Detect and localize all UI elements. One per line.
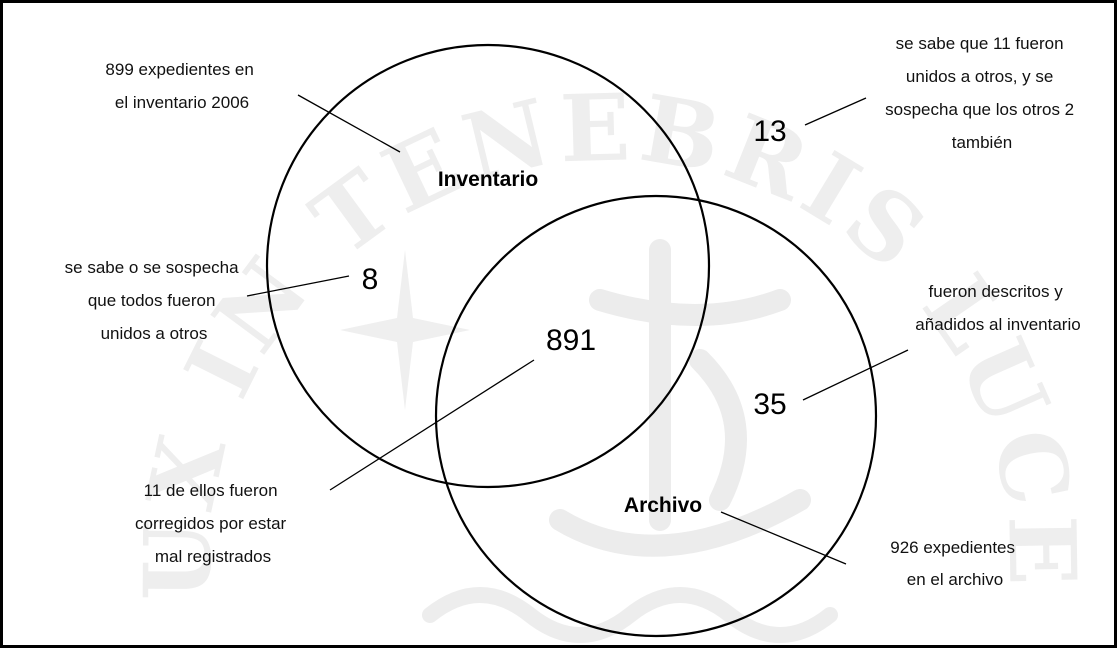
intersection-count: 891: [546, 324, 596, 357]
intersection-note-line: mal registrados: [155, 547, 271, 566]
inventario-total-line: el inventario 2006: [115, 93, 249, 112]
archivo-total-line: 926 expedientes: [890, 538, 1015, 557]
only-inventario-note-line: que todos fueron: [88, 291, 216, 310]
inventario-total-note: 899 expedientes en el inventario 2006: [105, 60, 258, 112]
leader-inventario-total: [297, 94, 401, 153]
archivo-total-line: en el archivo: [907, 570, 1003, 589]
only-inventario-note-line: se sabe o se sospecha: [65, 258, 239, 277]
outside-note-line: se sabe que 11 fueron: [896, 34, 1064, 53]
archivo-label: Archivo: [624, 494, 702, 517]
outside-note-line: unidos a otros, y se: [906, 67, 1053, 86]
leader-intersection: [329, 359, 535, 491]
leader-only-inventario: [246, 275, 350, 297]
outside-count: 13: [753, 115, 786, 148]
inventario-total-line: 899 expedientes en: [105, 60, 253, 79]
leader-outside: [804, 97, 867, 126]
only-inventario-note: se sabe o se sospecha que todos fueron u…: [65, 258, 244, 343]
only-archivo-note-line: añadidos al inventario: [915, 315, 1080, 334]
waves-icon: [422, 587, 838, 643]
inventario-label: Inventario: [438, 168, 538, 191]
ship-icon: [549, 239, 811, 557]
intersection-note-line: 11 de ellos fueron: [144, 481, 278, 500]
archivo-total-note: 926 expedientes en el archivo: [890, 538, 1020, 589]
only-archivo-note: fueron descritos y añadidos al inventari…: [915, 282, 1080, 334]
intersection-note-line: corregidos por estar: [135, 514, 287, 533]
only-inventario-count: 8: [362, 263, 379, 296]
leader-lines: [246, 94, 909, 565]
intersection-note: 11 de ellos fueron corregidos por estar …: [135, 481, 291, 566]
leader-only-archivo: [802, 349, 909, 401]
outside-note: se sabe que 11 fueron unidos a otros, y …: [885, 34, 1079, 152]
star-icon: [340, 250, 470, 410]
archivo-circle: [434, 194, 878, 638]
only-archivo-count: 35: [753, 388, 786, 421]
inventario-circle: [265, 43, 711, 489]
only-inventario-note-line: unidos a otros: [101, 324, 208, 343]
outside-note-line: también: [952, 133, 1012, 152]
outside-note-line: sospecha que los otros 2: [885, 100, 1074, 119]
only-archivo-note-line: fueron descritos y: [929, 282, 1064, 301]
